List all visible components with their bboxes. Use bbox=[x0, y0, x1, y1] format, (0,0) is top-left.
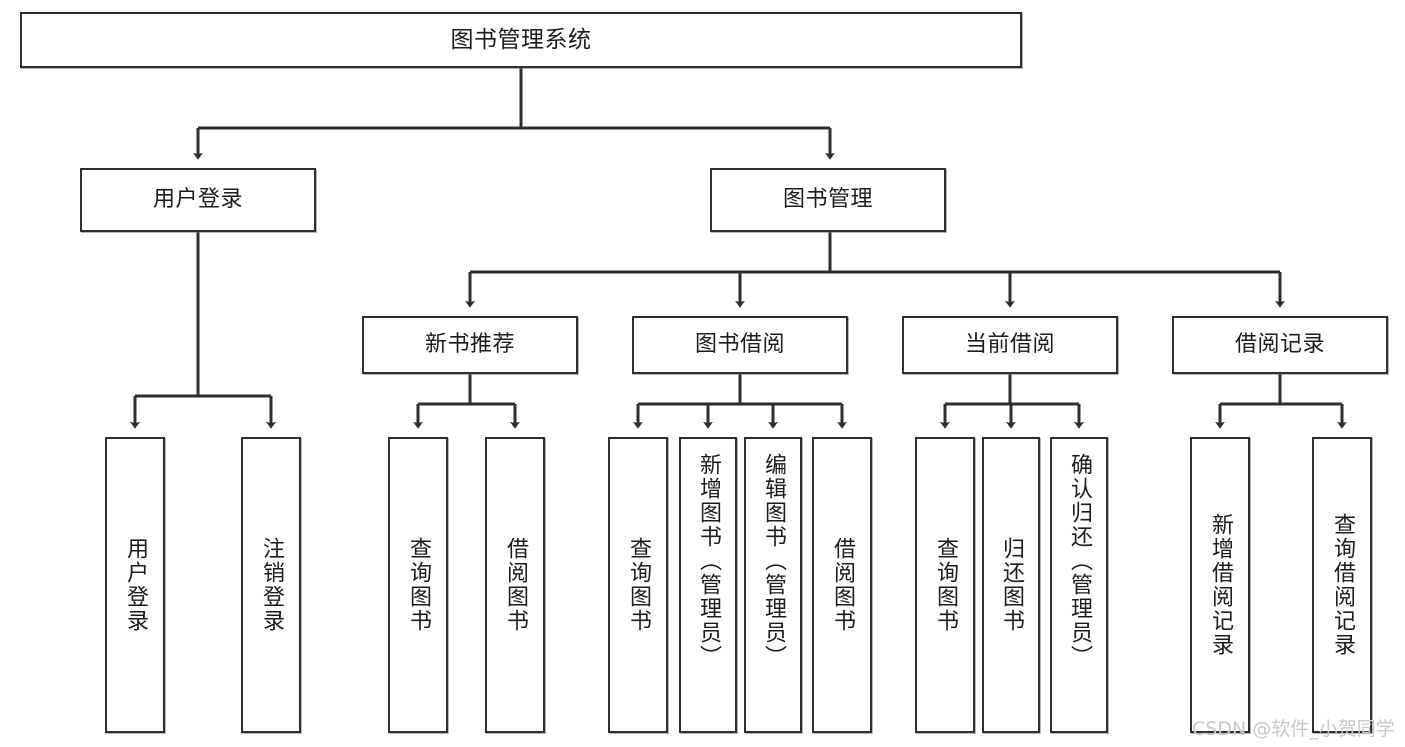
node-label: 当前借阅 bbox=[964, 332, 1055, 358]
leaf-user-login[interactable]: 用户登录 bbox=[105, 437, 165, 733]
leaf-query-book-recommend[interactable]: 查询图书 bbox=[388, 437, 448, 733]
node-label: 图书借阅 bbox=[694, 332, 785, 358]
leaf-query-book-current[interactable]: 查询图书 bbox=[915, 437, 975, 733]
node-label: 图书管理 bbox=[782, 187, 873, 213]
node-label: 查询图书 bbox=[406, 537, 431, 633]
leaf-add-book[interactable]: 新增图书（管理员） bbox=[679, 437, 737, 733]
node-label: 查询借阅记录 bbox=[1330, 513, 1355, 657]
leaf-borrow-book-recommend[interactable]: 借阅图书 bbox=[485, 437, 545, 733]
node-root-system[interactable]: 图书管理系统 bbox=[20, 12, 1022, 68]
node-borrow-record[interactable]: 借阅记录 bbox=[1172, 316, 1388, 374]
leaf-user-logout[interactable]: 注销登录 bbox=[241, 437, 301, 733]
node-label: 借阅图书 bbox=[503, 537, 528, 633]
node-label: 注销登录 bbox=[259, 537, 284, 633]
node-label: 查询图书 bbox=[626, 537, 651, 633]
node-label: 新书推荐 bbox=[424, 332, 515, 358]
node-label: 确认归还（管理员） bbox=[1067, 453, 1092, 669]
node-label: 新增图书（管理员） bbox=[696, 453, 721, 669]
node-label: 用户登录 bbox=[152, 187, 243, 213]
node-label: 借阅记录 bbox=[1234, 332, 1325, 358]
watermark-text: CSDN @软件_小贺同学 bbox=[1192, 718, 1395, 740]
leaf-query-book-borrow[interactable]: 查询图书 bbox=[608, 437, 668, 733]
node-label: 图书管理系统 bbox=[450, 26, 592, 53]
node-book-management[interactable]: 图书管理 bbox=[710, 168, 946, 232]
node-label: 新增借阅记录 bbox=[1208, 513, 1233, 657]
node-new-book-recommend[interactable]: 新书推荐 bbox=[362, 316, 578, 374]
node-label: 编辑图书（管理员） bbox=[761, 453, 786, 669]
node-book-borrow[interactable]: 图书借阅 bbox=[632, 316, 848, 374]
leaf-borrow-book[interactable]: 借阅图书 bbox=[812, 437, 872, 733]
node-current-borrow[interactable]: 当前借阅 bbox=[902, 316, 1118, 374]
node-user-login[interactable]: 用户登录 bbox=[80, 168, 316, 232]
leaf-confirm-return[interactable]: 确认归还（管理员） bbox=[1050, 437, 1108, 733]
node-label: 用户登录 bbox=[123, 537, 148, 633]
leaf-query-borrow-record[interactable]: 查询借阅记录 bbox=[1312, 437, 1372, 733]
leaf-add-borrow-record[interactable]: 新增借阅记录 bbox=[1190, 437, 1250, 733]
leaf-return-book[interactable]: 归还图书 bbox=[982, 437, 1040, 733]
leaf-edit-book[interactable]: 编辑图书（管理员） bbox=[744, 437, 802, 733]
node-label: 借阅图书 bbox=[830, 537, 855, 633]
node-label: 归还图书 bbox=[999, 537, 1024, 633]
node-label: 查询图书 bbox=[933, 537, 958, 633]
